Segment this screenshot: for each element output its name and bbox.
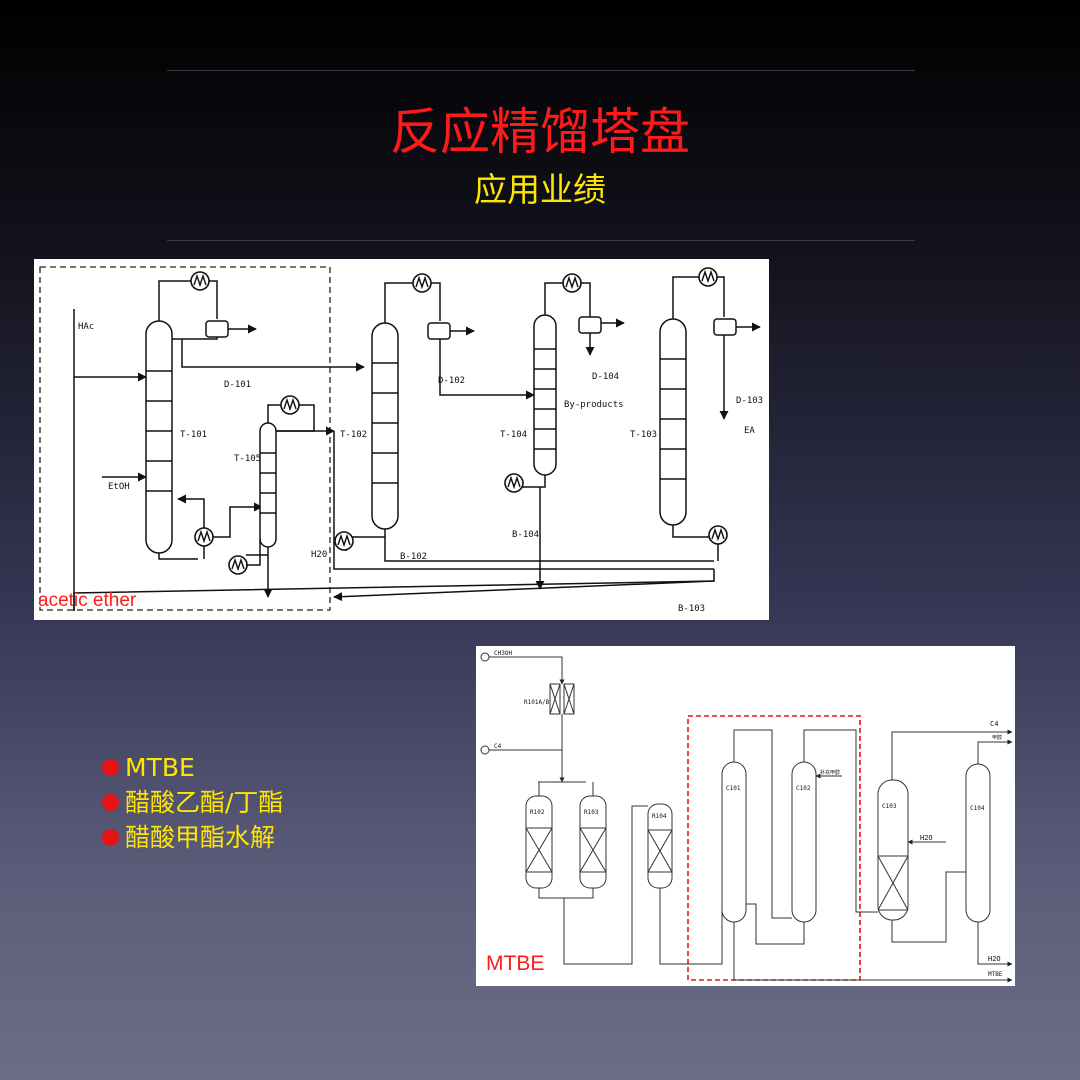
label-c102: C102 — [796, 785, 811, 792]
column-c103 — [877, 779, 909, 921]
condenser-t104-icon — [562, 273, 582, 293]
label-reflux-note: 补充甲醇 — [820, 769, 840, 776]
column-t105 — [259, 422, 277, 548]
label-b102: B-102 — [400, 552, 427, 562]
column-c104 — [965, 763, 991, 923]
reboiler-t101-icon — [194, 527, 214, 547]
label-c103: C103 — [882, 803, 897, 810]
slide-title: 反应精馏塔盘 — [390, 103, 690, 161]
acetic-ether-caption: acetic ether — [38, 590, 137, 611]
label-d102: D-102 — [438, 376, 465, 386]
mtbe-process-diagram: CH3OH R101A/B C4 R102 R103 R104 C101 C10… — [476, 646, 1015, 986]
condenser-t101-icon — [190, 271, 210, 291]
label-r101: R101A/B — [524, 699, 550, 706]
bullet-dot-icon — [102, 759, 119, 776]
column-t101-trays — [146, 370, 172, 492]
column-t104 — [533, 314, 557, 476]
acetic-ether-flowsheet: HAc EtOH T-101 D-101 T-105 H20 T-102 D-1… — [39, 266, 763, 614]
label-etoh: EtOH — [108, 482, 130, 492]
label-byproducts: By-products — [564, 400, 624, 410]
list-item-label: 醋酸甲酯水解 — [125, 823, 276, 852]
label-t102: T-102 — [340, 430, 367, 440]
bullet-dot-icon — [102, 794, 119, 811]
label-h2o-in: H2O — [920, 834, 933, 842]
bottom-divider — [167, 240, 915, 241]
reactive-distillation-boundary — [687, 715, 861, 981]
column-t103-trays — [660, 358, 686, 480]
label-c4-in: C4 — [494, 743, 502, 750]
label-b104: B-104 — [512, 530, 539, 540]
column-t103 — [659, 318, 687, 526]
acetic-ether-process-diagram: HAc EtOH T-101 D-101 T-105 H20 T-102 D-1… — [34, 259, 769, 620]
top-divider — [167, 70, 915, 71]
bullet-dot-icon — [102, 829, 119, 846]
label-c101: C101 — [726, 785, 741, 792]
column-t102-trays — [372, 362, 398, 484]
list-item: 醋酸乙酯/丁酯 — [102, 785, 283, 820]
label-c104: C104 — [970, 805, 985, 812]
list-item: MTBE — [102, 750, 283, 785]
reboiler-t103-icon — [708, 525, 728, 545]
condenser-t105-icon — [280, 395, 300, 415]
label-h2o: H20 — [311, 550, 327, 560]
c4-inlet-icon — [480, 745, 490, 755]
application-list: MTBE 醋酸乙酯/丁酯 醋酸甲酯水解 — [102, 750, 283, 855]
reboiler-t105-icon — [228, 555, 248, 575]
column-t105-trays — [260, 452, 276, 514]
mtbe-flowsheet: CH3OH R101A/B C4 R102 R103 R104 C101 C10… — [480, 650, 1013, 983]
label-mtbe-out: MTBE — [988, 971, 1003, 978]
label-h2o-out: H2O — [988, 955, 1001, 963]
reflux-drum-t103 — [713, 318, 737, 336]
reaction-section-boundary — [39, 266, 331, 611]
label-r103: R103 — [584, 809, 599, 816]
column-t101 — [145, 320, 173, 554]
label-r102: R102 — [530, 809, 545, 816]
reflux-drum-t104 — [578, 316, 602, 334]
label-t105: T-105 — [234, 454, 261, 464]
column-t102 — [371, 322, 399, 530]
condenser-t103-icon — [698, 267, 718, 287]
label-methanol-out: 甲醇 — [992, 734, 1002, 741]
label-d103: D-103 — [736, 396, 763, 406]
list-item-label: MTBE — [125, 753, 195, 782]
label-t103: T-103 — [630, 430, 657, 440]
list-item: 醋酸甲酯水解 — [102, 820, 283, 855]
condenser-t102-icon — [412, 273, 432, 293]
label-b103: B-103 — [678, 604, 705, 614]
label-r104: R104 — [652, 813, 667, 820]
mtbe-caption: MTBE — [486, 952, 545, 975]
label-c4-out: C4 — [990, 720, 998, 728]
ch3oh-inlet-icon — [480, 652, 490, 662]
label-t101: T-101 — [180, 430, 207, 440]
reboiler-t102-icon — [334, 531, 354, 551]
column-t104-trays — [534, 348, 556, 450]
label-ch3oh: CH3OH — [494, 650, 512, 657]
list-item-label: 醋酸乙酯/丁酯 — [125, 788, 284, 817]
label-d104: D-104 — [592, 372, 619, 382]
reboiler-t104-icon — [504, 473, 524, 493]
label-ea: EA — [744, 426, 755, 436]
label-t104: T-104 — [500, 430, 527, 440]
reflux-drum-t102 — [427, 322, 451, 340]
label-hac: HAc — [78, 322, 94, 332]
slide-subtitle: 应用业绩 — [474, 170, 606, 209]
reflux-drum-t101 — [205, 320, 229, 338]
label-d101: D-101 — [224, 380, 251, 390]
